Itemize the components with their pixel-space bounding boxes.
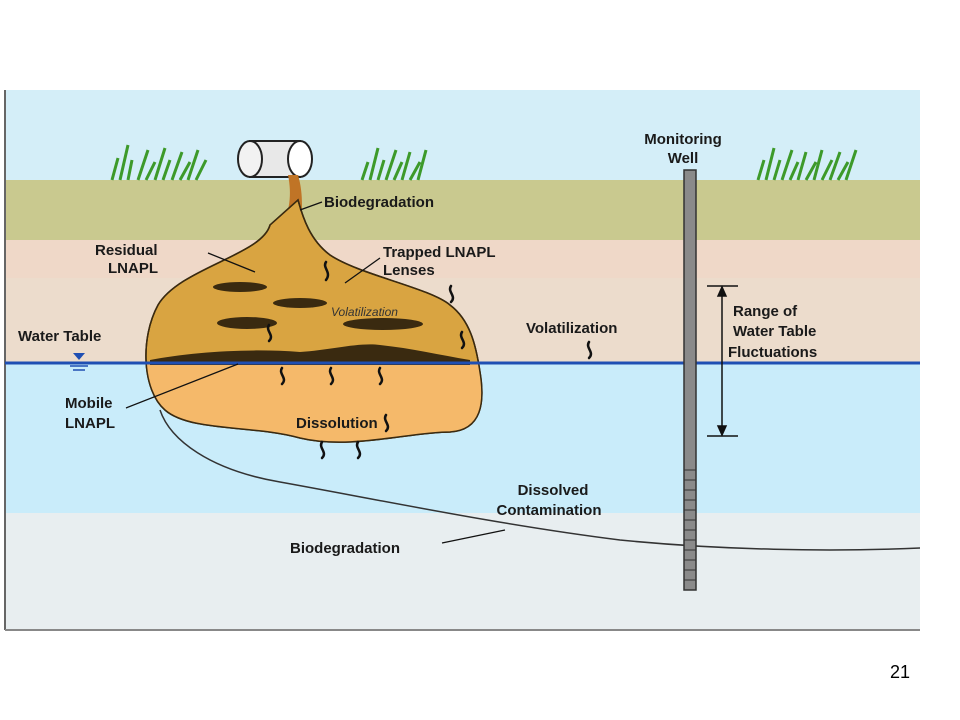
monitoring-well xyxy=(683,169,697,591)
label-mobile-line2: LNAPL xyxy=(65,415,115,432)
label-residual-line2: LNAPL xyxy=(108,260,158,277)
label-biodegradation-bottom: Biodegradation xyxy=(290,540,400,557)
label-water-table: Water Table xyxy=(18,328,101,345)
dissolved-plume-outline xyxy=(159,409,921,551)
squiggle-arrow xyxy=(355,440,362,460)
slide-number: 21 xyxy=(889,662,910,682)
label-residual-line1: Residual xyxy=(95,242,158,259)
sky-layer xyxy=(5,90,920,180)
label-range-line2: Water Table xyxy=(733,323,816,340)
leader-biodegradation-bottom xyxy=(441,529,506,544)
labels: Monitoring Well Biodegradation Residual … xyxy=(18,131,817,557)
grass-middle xyxy=(360,147,428,181)
squiggle-arrow xyxy=(319,440,326,460)
grass-right xyxy=(756,147,858,181)
label-range-line3: Fluctuations xyxy=(728,344,817,361)
leader-residual xyxy=(207,252,256,273)
trapped-lenses xyxy=(213,282,423,330)
label-monitoring-well-line1: Monitoring xyxy=(644,131,721,148)
deep-layer xyxy=(5,513,920,630)
leader-mobile xyxy=(125,363,239,409)
squiggle-arrow xyxy=(279,366,286,386)
leader-trapped xyxy=(344,257,381,284)
label-dissolution: Dissolution xyxy=(296,415,378,432)
lens-4 xyxy=(343,318,423,330)
subsoil-layer xyxy=(5,240,920,278)
lens-3 xyxy=(217,317,277,329)
squiggle-arrow xyxy=(586,340,593,360)
mobile-lnapl-band xyxy=(150,344,470,365)
label-volatilization-right: Volatilization xyxy=(526,320,617,337)
squiggle-arrows xyxy=(266,260,593,460)
pipe xyxy=(237,140,313,178)
squiggle-arrow xyxy=(383,413,390,433)
label-volatilization-inner: Volatilization xyxy=(331,305,398,319)
topsoil-layer xyxy=(5,180,920,240)
lens-2 xyxy=(273,298,327,308)
label-trapped-line2: Lenses xyxy=(383,262,435,279)
label-mobile-line1: Mobile xyxy=(65,395,113,412)
squiggle-arrow xyxy=(377,366,384,386)
leader-lines xyxy=(125,201,506,544)
label-trapped-line1: Trapped LNAPL xyxy=(383,244,496,261)
leader-biodegradation-top xyxy=(299,201,323,211)
water-table-icon xyxy=(70,353,88,371)
grass-left xyxy=(110,144,208,181)
lnapl-plume xyxy=(145,198,483,443)
fluctuation-range-bracket xyxy=(707,285,738,437)
label-biodegradation-top: Biodegradation xyxy=(324,194,434,211)
label-dissolved-line1: Dissolved xyxy=(518,482,589,499)
label-range-line1: Range of xyxy=(733,303,798,320)
squiggle-arrow xyxy=(448,284,455,304)
squiggle-arrow xyxy=(459,330,466,350)
squiggle-arrow xyxy=(323,260,330,282)
pipe-opening xyxy=(287,140,313,178)
ground-layers xyxy=(4,90,920,631)
pipe-body-end xyxy=(237,140,263,178)
label-monitoring-well-line2: Well xyxy=(668,150,699,167)
squiggle-arrow xyxy=(266,323,273,343)
lens-1 xyxy=(213,282,267,292)
squiggle-arrow xyxy=(328,366,335,386)
well-screen xyxy=(684,469,696,581)
label-dissolved-line2: Contamination xyxy=(497,502,602,519)
